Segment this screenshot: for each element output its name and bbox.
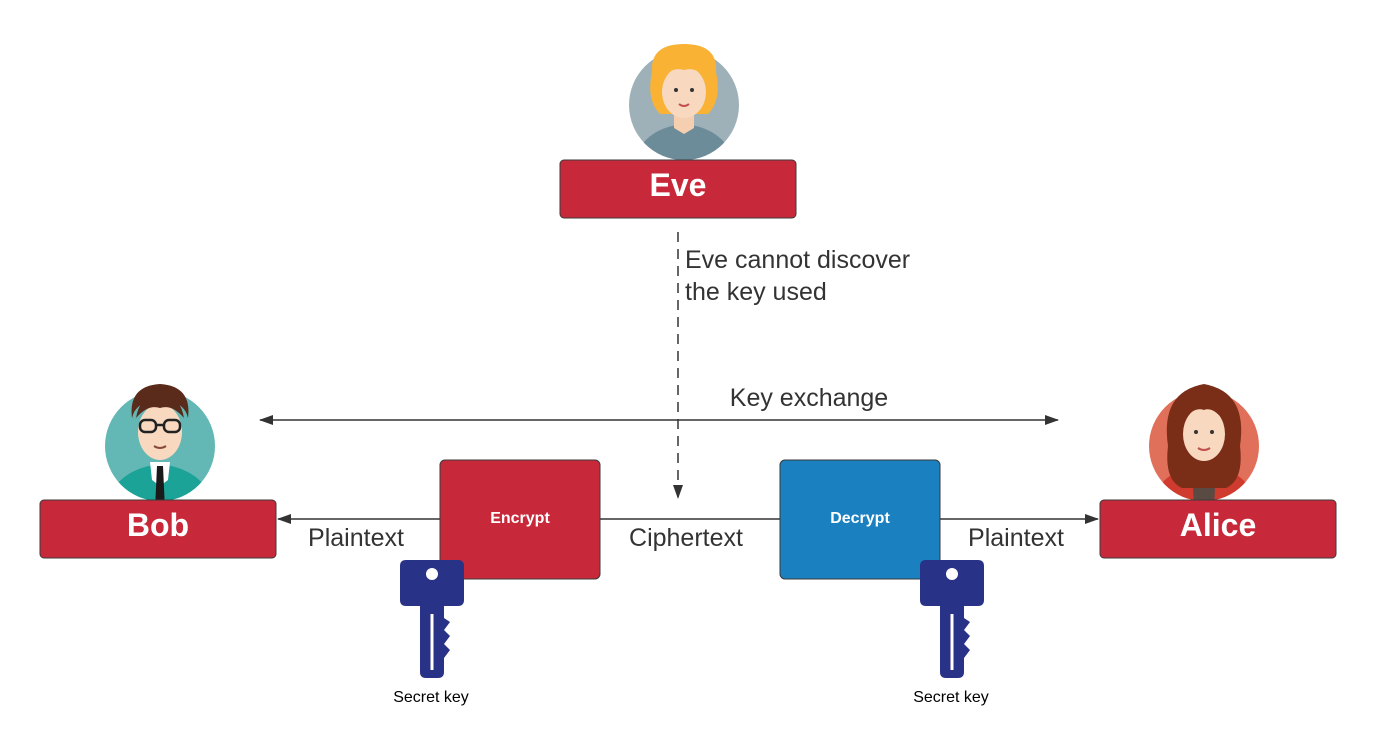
bob-node: Bob <box>39 499 277 559</box>
eve-avatar <box>629 44 739 160</box>
eve-node: Eve <box>559 159 797 219</box>
plaintext-alice-label: Plaintext <box>968 524 1064 552</box>
encrypt-node: Encrypt <box>439 459 601 580</box>
decrypt-node: Decrypt <box>779 459 941 580</box>
eve-label: Eve <box>650 167 707 203</box>
ciphertext-label: Ciphertext <box>629 524 743 552</box>
alice-avatar <box>1149 384 1259 501</box>
eve-note-line1: Eve cannot discover <box>685 246 910 274</box>
bob-avatar <box>105 384 215 501</box>
secret-key-icon-right <box>920 560 984 678</box>
secret-key-label-left: Secret key <box>393 689 469 706</box>
bob-label: Bob <box>127 507 189 543</box>
key-exchange-label: Key exchange <box>730 384 888 412</box>
decrypt-label: Decrypt <box>830 510 890 527</box>
plaintext-bob-label: Plaintext <box>308 524 404 552</box>
secret-key-label-right: Secret key <box>913 689 989 706</box>
alice-node: Alice <box>1099 499 1337 559</box>
alice-label: Alice <box>1180 507 1256 543</box>
eve-note-line2: the key used <box>685 278 827 306</box>
secret-key-icon-left <box>400 560 464 678</box>
encrypt-label: Encrypt <box>490 510 550 527</box>
